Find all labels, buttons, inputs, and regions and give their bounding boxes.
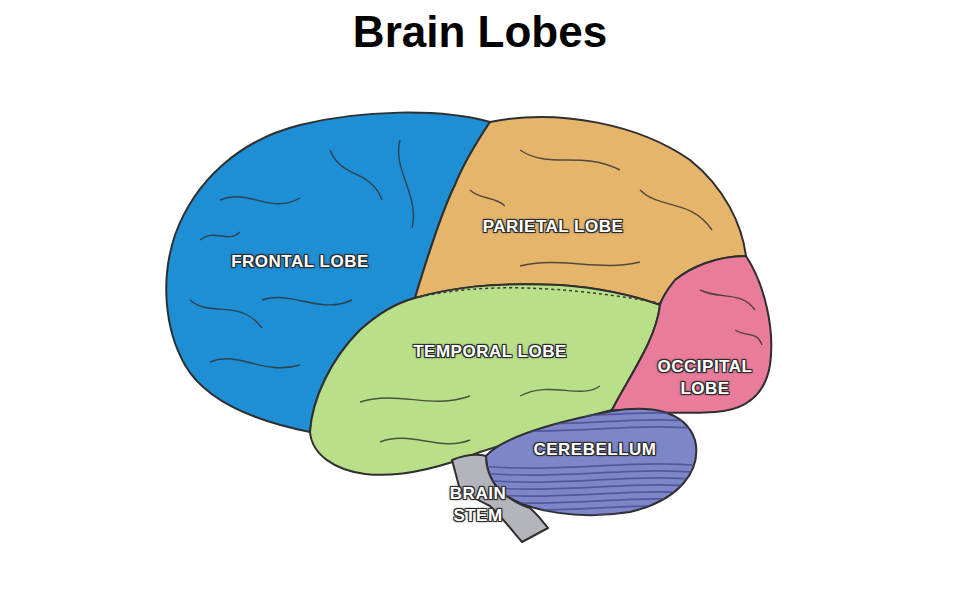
lobe-label: PARIETAL LOBE: [483, 216, 624, 238]
brain-sulci: [190, 140, 762, 444]
lobe-boundary: [420, 288, 660, 303]
lobe-outline: [612, 256, 771, 413]
lobe-label: BRAIN STEM: [447, 483, 509, 527]
lobe-outline: [310, 284, 660, 475]
lobe-label: TEMPORAL LOBE: [413, 341, 567, 363]
title: Brain Lobes: [0, 0, 960, 58]
title-host: Brain Lobes: [0, 0, 960, 58]
lobe-label: OCCIPITAL LOBE: [640, 356, 770, 400]
lobe-label: FRONTAL LOBE: [231, 251, 369, 273]
occipital-lobe: OCCIPITAL LOBE: [605, 250, 777, 416]
lobe-outline: [486, 409, 696, 515]
brain-stem: BRAIN STEM: [443, 452, 550, 544]
cerebellum-folds: [470, 413, 710, 517]
lobe-label: CEREBELLUM: [533, 439, 656, 461]
